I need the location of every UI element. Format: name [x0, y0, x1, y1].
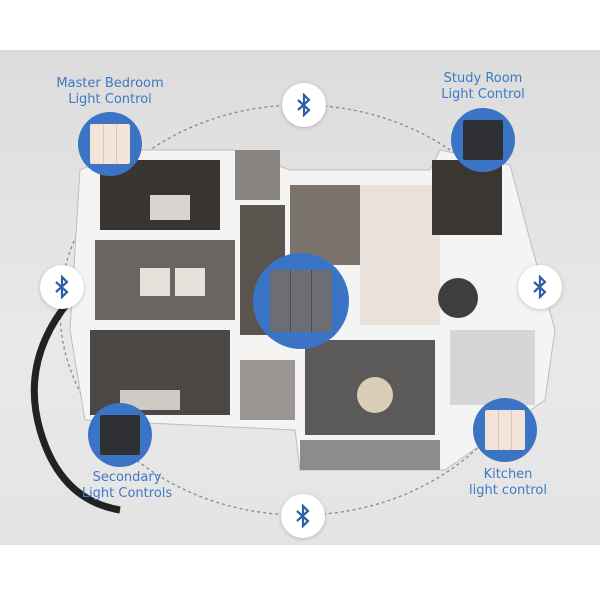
lounge	[290, 185, 360, 265]
bed	[140, 268, 170, 296]
bathroom	[235, 150, 280, 200]
study	[432, 160, 502, 235]
label-line: Light Controls	[81, 486, 173, 501]
balcony	[30, 297, 121, 514]
terrace	[300, 440, 440, 470]
bluetooth-icon	[40, 265, 84, 309]
bed	[175, 268, 205, 296]
light-switch-icon	[90, 124, 130, 164]
secondary-switch[interactable]	[88, 403, 152, 467]
label-line: Light Control	[68, 92, 152, 107]
label-line: Secondary	[92, 470, 162, 485]
bluetooth-icon	[282, 83, 326, 127]
light-switch-icon	[270, 270, 332, 332]
label-line: Study Room	[443, 71, 523, 86]
bed	[120, 390, 180, 410]
central-switch[interactable]	[253, 253, 349, 349]
label-line: Kitchen	[483, 467, 533, 482]
kitchen-area	[450, 330, 535, 405]
dining-table	[438, 278, 478, 318]
light-switch-icon	[485, 410, 525, 450]
bluetooth-icon	[281, 494, 325, 538]
label-line: Light Control	[441, 87, 525, 102]
dining	[360, 185, 440, 325]
light-switch-icon	[100, 415, 140, 455]
light-switch-icon	[463, 120, 503, 160]
kitchen-switch[interactable]	[473, 398, 537, 462]
small-bath	[240, 360, 295, 420]
master-bedroom-switch[interactable]	[78, 112, 142, 176]
label-line: Master Bedroom	[56, 76, 164, 91]
label-line: light control	[468, 483, 547, 498]
bluetooth-icon	[518, 265, 562, 309]
coffee-table	[357, 377, 393, 413]
bed	[150, 195, 190, 220]
study-room-switch[interactable]	[451, 108, 515, 172]
